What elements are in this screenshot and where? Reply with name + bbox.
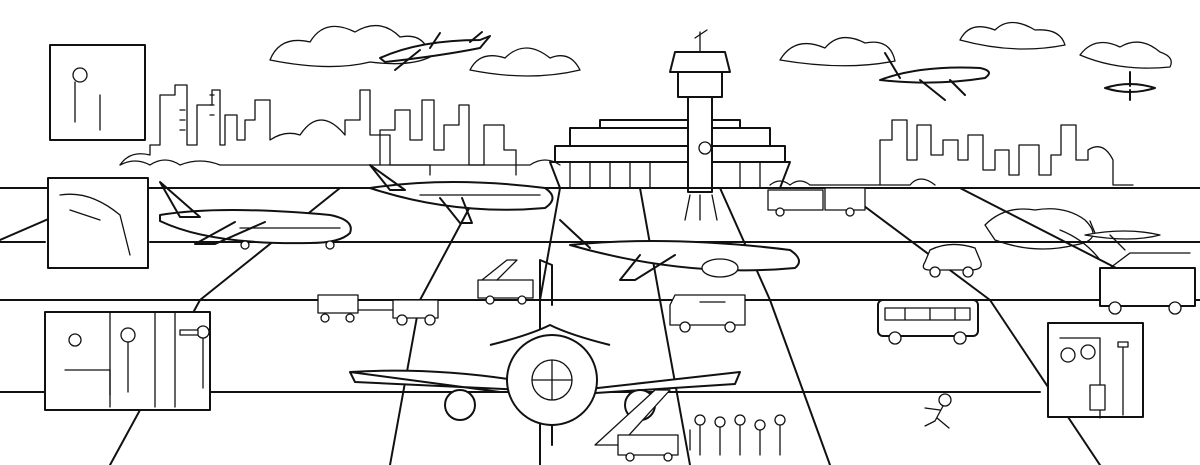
- car-icon: [922, 243, 982, 278]
- city-skyline-right: [879, 119, 1134, 186]
- cloud-icon: [269, 25, 431, 68]
- airplane-small-right: [1084, 220, 1161, 251]
- luggage-cart-icon: [317, 294, 439, 326]
- airplane-parked-center: [369, 164, 554, 224]
- tree-line: [119, 159, 936, 186]
- airplane-front: [349, 259, 741, 446]
- airplane-sky-2: [879, 52, 990, 101]
- airplane-sky-3: [1104, 71, 1156, 101]
- passengers-group: [689, 414, 786, 456]
- terminal-building: [549, 119, 791, 189]
- runway-marking: [684, 194, 718, 221]
- airplane-sky-1: [379, 31, 491, 71]
- inset-arrival-exit: [1047, 322, 1144, 419]
- city-skyline-left: [119, 84, 431, 176]
- truck-with-trailer: [767, 187, 866, 217]
- water-spray: [984, 208, 1101, 261]
- stairs-truck-small: [477, 259, 534, 305]
- airplane-parked-left: [159, 181, 352, 250]
- cloud-icon: [1079, 41, 1172, 69]
- inset-cockpit: [47, 177, 149, 269]
- bus-icon: [877, 299, 979, 345]
- running-traveler: [924, 393, 952, 429]
- airplane-taxiing: [559, 219, 800, 281]
- cloud-icon: [779, 36, 896, 67]
- city-skyline-center: [379, 99, 517, 176]
- inset-waiting-room: [44, 311, 211, 411]
- airstairs-truck-icon: [594, 389, 679, 462]
- inset-cabin-crew: [49, 44, 146, 141]
- cloud-icon: [959, 21, 1066, 50]
- clouds: [269, 21, 1172, 77]
- ambulance-icon: [669, 294, 746, 333]
- cloud-icon: [469, 47, 581, 77]
- fire-truck-icon: [1099, 252, 1196, 315]
- control-tower: [669, 29, 731, 193]
